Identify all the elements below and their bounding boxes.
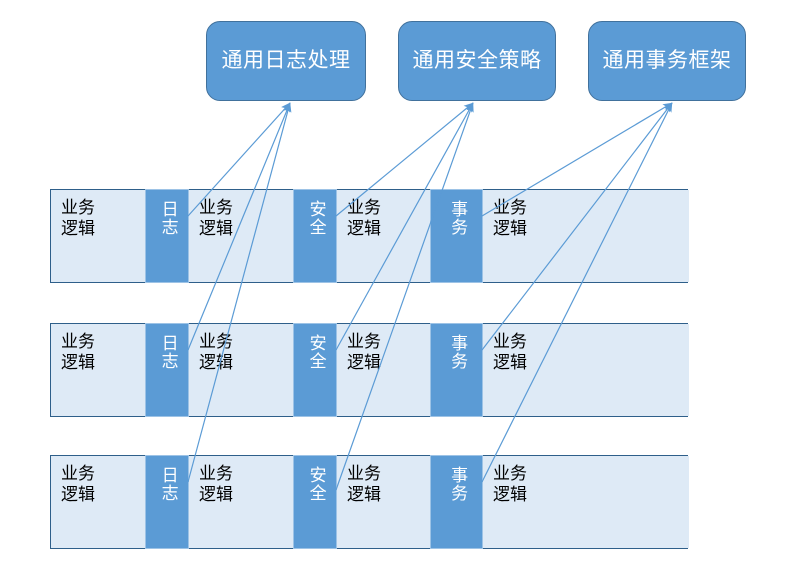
business-logic-label: 业务 逻辑 [61,198,95,240]
concern-segment-label: 日志 [157,200,178,236]
layer-row: 业务 逻辑日志业务 逻辑安全业务 逻辑事务业务 逻辑 [50,189,689,283]
business-logic-segment[interactable]: 业务 逻辑 [51,456,145,548]
connector-arrow-security [335,102,474,491]
business-logic-segment[interactable]: 业务 逻辑 [189,324,293,416]
aspect-box-label: 通用安全策略 [412,48,542,73]
business-logic-segment[interactable]: 业务 逻辑 [483,456,689,548]
business-logic-segment[interactable]: 业务 逻辑 [483,190,689,282]
aspect-box-label: 通用日志处理 [221,48,351,73]
layer-row: 业务 逻辑日志业务 逻辑安全业务 逻辑事务业务 逻辑 [50,323,689,417]
business-logic-segment[interactable]: 业务 逻辑 [337,456,430,548]
concern-segment-transaction[interactable]: 事务 [430,455,483,549]
business-logic-segment[interactable]: 业务 逻辑 [483,324,689,416]
aspect-box-security[interactable]: 通用安全策略 [398,21,556,101]
concern-segment-transaction[interactable]: 事务 [430,189,483,283]
business-logic-label: 业务 逻辑 [199,464,233,506]
concern-segment-security[interactable]: 安全 [293,455,337,549]
connector-arrow-log [187,102,292,483]
business-logic-label: 业务 逻辑 [493,332,527,374]
concern-segment-log[interactable]: 日志 [145,189,189,283]
layer-row: 业务 逻辑日志业务 逻辑安全业务 逻辑事务业务 逻辑 [50,455,689,549]
concern-segment-log[interactable]: 日志 [145,323,189,417]
concern-segment-label: 日志 [157,466,178,502]
business-logic-segment[interactable]: 业务 逻辑 [337,324,430,416]
concern-segment-label: 事务 [447,334,468,370]
business-logic-label: 业务 逻辑 [347,332,381,374]
concern-segment-security[interactable]: 安全 [293,323,337,417]
business-logic-label: 业务 逻辑 [493,198,527,240]
concern-segment-transaction[interactable]: 事务 [430,323,483,417]
aspect-box-transaction[interactable]: 通用事务框架 [588,21,746,101]
concern-segment-label: 安全 [305,466,326,502]
business-logic-segment[interactable]: 业务 逻辑 [51,190,145,282]
business-logic-segment[interactable]: 业务 逻辑 [189,190,293,282]
business-logic-label: 业务 逻辑 [61,332,95,374]
concern-segment-security[interactable]: 安全 [293,189,337,283]
business-logic-label: 业务 逻辑 [347,464,381,506]
concern-segment-label: 安全 [305,334,326,370]
business-logic-segment[interactable]: 业务 逻辑 [337,190,430,282]
business-logic-label: 业务 逻辑 [61,464,95,506]
business-logic-segment[interactable]: 业务 逻辑 [189,456,293,548]
concern-segment-label: 安全 [305,200,326,236]
concern-segment-label: 日志 [157,334,178,370]
business-logic-label: 业务 逻辑 [347,198,381,240]
aspect-box-log[interactable]: 通用日志处理 [206,21,366,101]
concern-segment-log[interactable]: 日志 [145,455,189,549]
business-logic-segment[interactable]: 业务 逻辑 [51,324,145,416]
connector-arrow-transaction [481,102,673,483]
concern-segment-label: 事务 [447,466,468,502]
concern-segment-label: 事务 [447,200,468,236]
business-logic-label: 业务 逻辑 [199,332,233,374]
business-logic-label: 业务 逻辑 [199,198,233,240]
aspect-box-label: 通用事务框架 [602,48,732,73]
business-logic-label: 业务 逻辑 [493,464,527,506]
